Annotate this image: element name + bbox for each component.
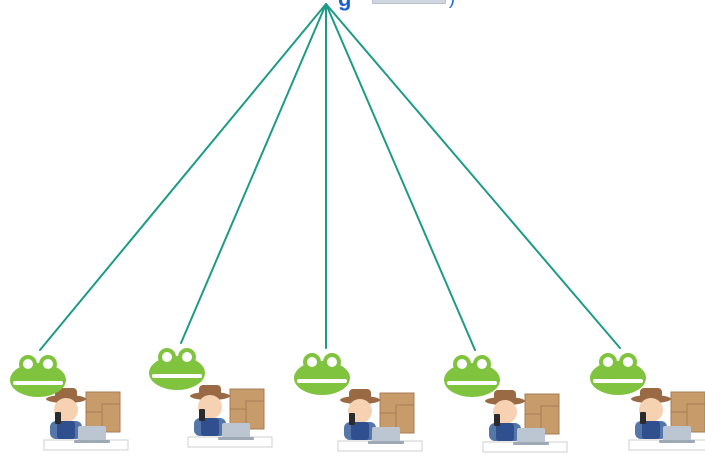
connector-line bbox=[180, 3, 327, 344]
network-node bbox=[10, 355, 129, 451]
nodes bbox=[10, 348, 705, 453]
frog-icon bbox=[149, 348, 205, 390]
network-node bbox=[294, 353, 423, 452]
laptop-icon bbox=[74, 426, 110, 443]
worker-icon bbox=[340, 389, 380, 440]
connector-line bbox=[325, 3, 476, 351]
worker-icon bbox=[46, 388, 86, 439]
frog-icon bbox=[444, 355, 500, 397]
laptop-icon bbox=[218, 423, 254, 440]
worker-icon bbox=[190, 385, 230, 436]
worker-icon bbox=[631, 388, 671, 439]
page-title-suffix: ) bbox=[449, 0, 455, 7]
box-stack-icon bbox=[379, 392, 415, 434]
frog-icon bbox=[294, 353, 350, 395]
laptop-icon bbox=[659, 426, 695, 443]
connector-line bbox=[325, 3, 621, 349]
network-node bbox=[590, 353, 705, 451]
connectors bbox=[39, 3, 621, 351]
page-title-fragment: g bbox=[338, 0, 351, 10]
connector-line bbox=[39, 3, 327, 351]
worker-icon bbox=[485, 390, 525, 441]
frog-icon bbox=[10, 355, 66, 397]
network-node bbox=[444, 355, 568, 453]
laptop-icon bbox=[368, 427, 404, 444]
box-stack-icon bbox=[229, 388, 265, 430]
box-stack-icon bbox=[670, 391, 705, 433]
network-node bbox=[149, 348, 273, 448]
laptop-icon bbox=[513, 428, 549, 445]
frog-icon bbox=[590, 353, 646, 395]
title-highlight-chip bbox=[372, 0, 446, 4]
